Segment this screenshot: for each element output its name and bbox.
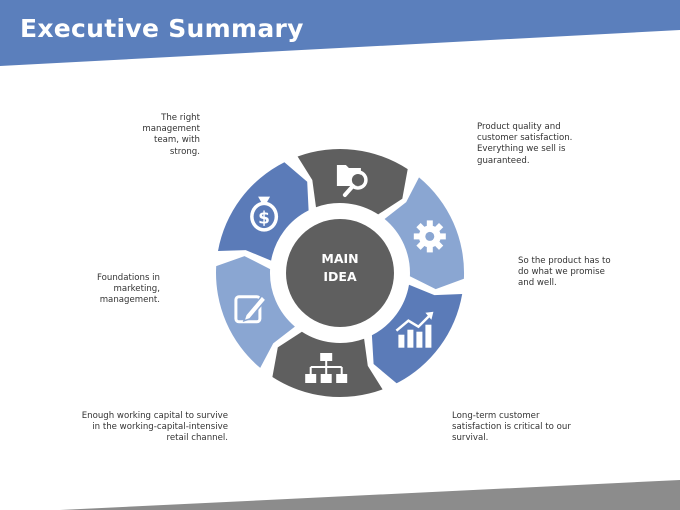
note-management-team: The right management team, with strong. (142, 113, 200, 157)
bar-chart-arrow-icon (395, 311, 434, 348)
segment-capital (272, 331, 383, 397)
money-bag-icon: $ (250, 196, 279, 232)
folder-search-icon (336, 165, 368, 197)
center-label: MAIN IDEA (321, 251, 359, 284)
note-customer-satisfaction: Long-term customer satisfaction is criti… (452, 411, 571, 444)
page-title: Executive Summary (20, 14, 304, 43)
edit-note-icon (234, 294, 267, 324)
svg-text:$: $ (258, 209, 270, 229)
note-promise: So the product has to do what we promise… (518, 256, 611, 289)
note-working-capital: Enough working capital to survive in the… (81, 411, 228, 444)
header-band (0, 0, 680, 66)
org-chart-icon (305, 353, 348, 383)
note-foundations: Foundations in marketing, management. (96, 273, 160, 306)
center-circle (286, 219, 394, 327)
note-product-quality: Product quality and customer satisfactio… (477, 122, 573, 166)
footer-band (60, 480, 680, 510)
gear-icon (413, 220, 446, 253)
